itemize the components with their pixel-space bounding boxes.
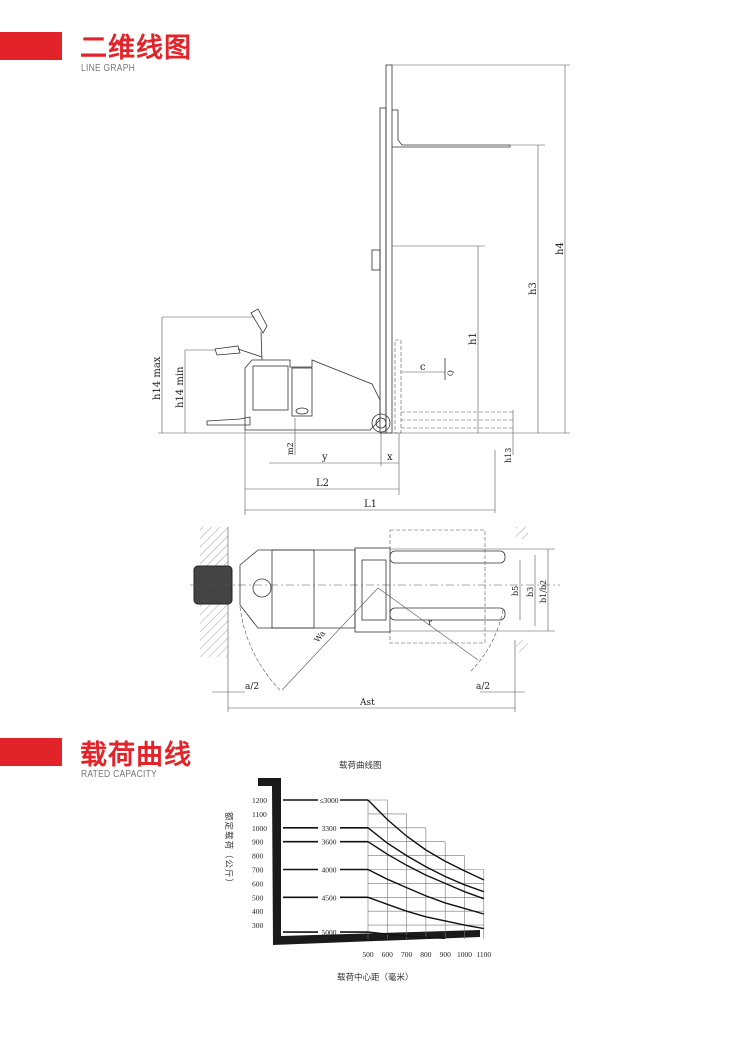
dim-label-wa: Wa [312,629,327,644]
section-subtitle-line-graph: LINE GRAPH [81,63,136,74]
series-curve [367,868,484,915]
dim-label-x: x [387,452,393,463]
x-tick-label: 600 [382,950,394,959]
y-tick-label: 800 [252,852,264,861]
dim-label-m2: m2 [286,442,295,455]
series-label: 3300 [322,824,337,833]
section-title-line-graph: 二维线图 [80,33,192,64]
dim-label-b1b2: b1/b2 [539,580,548,603]
dim-label-b5: b5 [511,586,520,596]
dim-label-c: c [420,362,426,373]
dim-label-h14max: h14 max [152,356,163,400]
dim-label-q: Q [447,370,455,376]
y-tick-label: 300 [252,921,264,930]
dim-label-a2-left: a/2 [245,682,259,692]
side-view: h14 max h14 min h1 h3 h4 c Q m2 y x L2 L… [152,64,570,515]
series-label: 4000 [322,866,337,875]
dim-label-b3: b3 [526,587,535,597]
dim-label-h13: h13 [504,448,513,463]
dim-label-h1: h1 [468,332,479,345]
series-label: 4500 [322,893,337,902]
x-tick-label: 900 [440,950,452,959]
series-curve [367,841,485,900]
series-curve [367,931,446,939]
top-view: Wa r b5 b3 b1/b2 a/2 a/2 Ast [190,527,560,712]
section-marker [0,738,62,766]
chart-title: 载荷曲线图 [339,760,382,771]
y-tick-label: 1200 [252,796,267,805]
y-tick-label: 400 [252,907,264,916]
chart-axis-bracket [258,778,480,945]
y-tick-label: 1000 [252,824,267,833]
dim-label-L1: L1 [364,499,377,510]
dim-label-r: r [428,618,432,627]
section-subtitle-rated-capacity: RATED CAPACITY [81,769,157,780]
series-curve [367,827,485,893]
y-tick-label: 500 [252,893,264,902]
capacity-chart: 载荷曲线图 载荷中心距（毫米） 额定载荷（公斤） 1200 1100 1000 900… [223,760,491,983]
series-curve [367,896,484,930]
x-tick-label: 500 [362,950,374,959]
y-tick-label: 700 [252,866,264,875]
dim-label-h4: h4 [555,242,566,255]
dim-label-a2-right: a/2 [476,682,490,692]
dim-label-L2: L2 [316,478,329,489]
x-tick-label: 1000 [457,950,472,959]
chart-y-label: 额定载荷（公斤） [223,812,234,888]
dim-label-y: y [321,452,328,463]
series-label: 5000 [322,928,337,937]
chart-x-label: 载荷中心距（毫米） [337,972,414,983]
y-tick-label: 1100 [252,810,267,819]
x-tick-label: 1100 [476,950,491,959]
series-label: ≤3000 [319,796,338,805]
series-curve [367,799,485,881]
dim-label-h3: h3 [528,282,539,295]
dim-label-ast: Ast [359,698,375,708]
y-tick-label: 900 [252,838,264,847]
x-tick-label: 800 [420,950,432,959]
x-tick-label: 700 [401,950,413,959]
y-tick-label: 600 [252,879,264,888]
series-label: 3600 [322,838,337,847]
section-title-rated-capacity: 载荷曲线 [80,740,192,771]
dim-label-h14min: h14 min [175,366,186,408]
section-marker [0,32,62,60]
